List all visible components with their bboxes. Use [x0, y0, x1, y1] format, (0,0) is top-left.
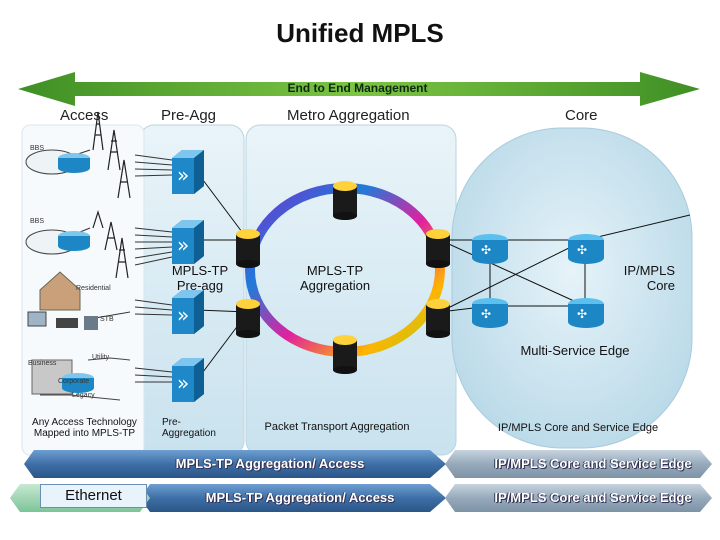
svg-text:»: » — [177, 233, 189, 257]
bar-row2-mid — [140, 484, 446, 512]
segment-pre-agg: Pre-Agg — [161, 107, 217, 124]
segment-metro: Metro Aggregation — [287, 107, 410, 124]
label-legacy: Legacy — [72, 392, 95, 399]
bar-row1-right — [445, 450, 712, 478]
svg-text:✣: ✣ — [577, 307, 587, 321]
segment-access: Access — [60, 107, 109, 124]
bar-row2-mid-label: MPLS-TP Aggregation/ Access — [205, 490, 395, 505]
caption-preagg: Pre-Aggregation — [162, 417, 216, 439]
access-devices — [25, 111, 131, 401]
label-utility: Utility — [92, 354, 110, 361]
ethernet-label: Ethernet — [40, 484, 147, 508]
label-stb: STB — [100, 316, 114, 323]
label-corporate: Corporate — [58, 378, 90, 385]
ring-nodes — [236, 181, 450, 374]
svg-text:»: » — [177, 371, 189, 395]
caption-metro: Packet Transport Aggregation — [264, 421, 410, 433]
page-title: Unified MPLS — [276, 18, 444, 48]
label-multi-service-edge: Multi-Service Edge — [520, 343, 630, 358]
label-business: Business — [28, 360, 57, 367]
svg-text:✣: ✣ — [481, 243, 491, 257]
segment-core: Core — [565, 107, 598, 124]
svg-text:✣: ✣ — [577, 243, 587, 257]
preagg-switches: » » » » — [172, 150, 204, 402]
label-bbs-2: BBS — [30, 218, 45, 225]
bar-row1-left — [24, 450, 446, 478]
svg-text:✣: ✣ — [481, 307, 491, 321]
bar-row1-left-label: MPLS-TP Aggregation/ Access — [175, 456, 365, 471]
label-bbs-1: BBS — [30, 145, 45, 152]
caption-core: IP/MPLS Core and Service Edge — [497, 422, 659, 434]
svg-text:»: » — [177, 303, 189, 327]
core-routers: ✣ ✣ ✣ ✣ — [472, 234, 604, 328]
svg-text:»: » — [177, 163, 189, 187]
bar-row1-right-label: IP/MPLS Core and Service Edge — [494, 456, 692, 471]
label-residential: Residential — [76, 285, 111, 292]
bar-row2-right-label: IP/MPLS Core and Service Edge — [494, 490, 692, 505]
core-zone — [451, 127, 693, 449]
bar-row2-right — [445, 484, 712, 512]
management-arrow — [18, 72, 700, 106]
management-label: End to End Management — [287, 81, 428, 95]
